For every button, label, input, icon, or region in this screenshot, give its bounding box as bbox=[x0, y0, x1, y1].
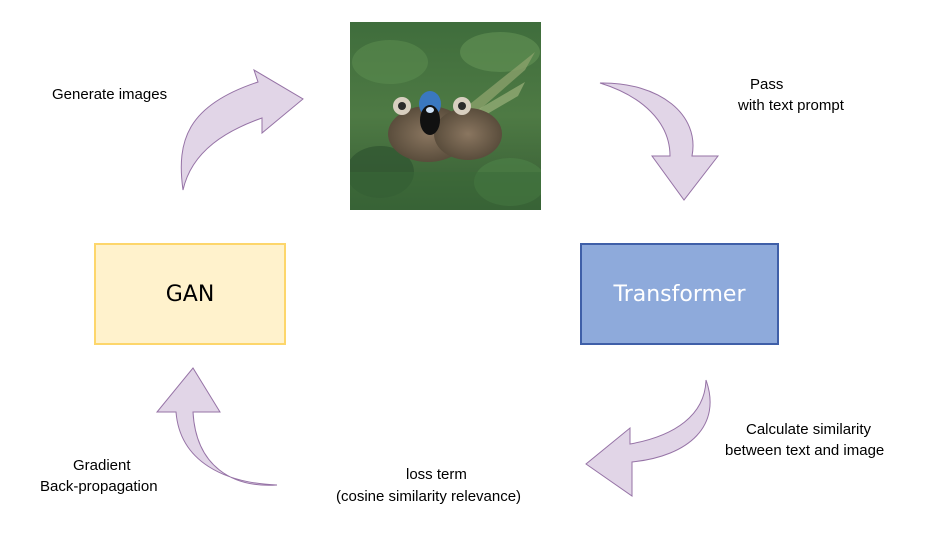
pass-label-line2: with text prompt bbox=[738, 97, 844, 114]
generated-image bbox=[350, 22, 541, 210]
arrow-similarity bbox=[585, 379, 711, 497]
arrow-gradient bbox=[155, 367, 278, 486]
transformer-label: Transformer bbox=[613, 281, 746, 307]
arrow-pass bbox=[599, 82, 720, 201]
transformer-node: Transformer bbox=[580, 243, 779, 345]
pass-label-line1: Pass bbox=[750, 76, 784, 93]
arrow-generate bbox=[180, 68, 304, 191]
gradient-label-line1: Gradient bbox=[73, 457, 131, 474]
generate-images-label: Generate images bbox=[52, 86, 168, 103]
loss-label-line2: (cosine similarity relevance) bbox=[336, 488, 522, 505]
similarity-label-line1: Calculate similarity bbox=[746, 421, 872, 438]
similarity-label-line2: between text and image bbox=[725, 442, 885, 459]
gan-label: GAN bbox=[165, 281, 215, 307]
gan-node: GAN bbox=[94, 243, 286, 345]
gradient-label-line2: Back-propagation bbox=[40, 478, 158, 495]
loss-label-line1: loss term bbox=[406, 466, 467, 483]
